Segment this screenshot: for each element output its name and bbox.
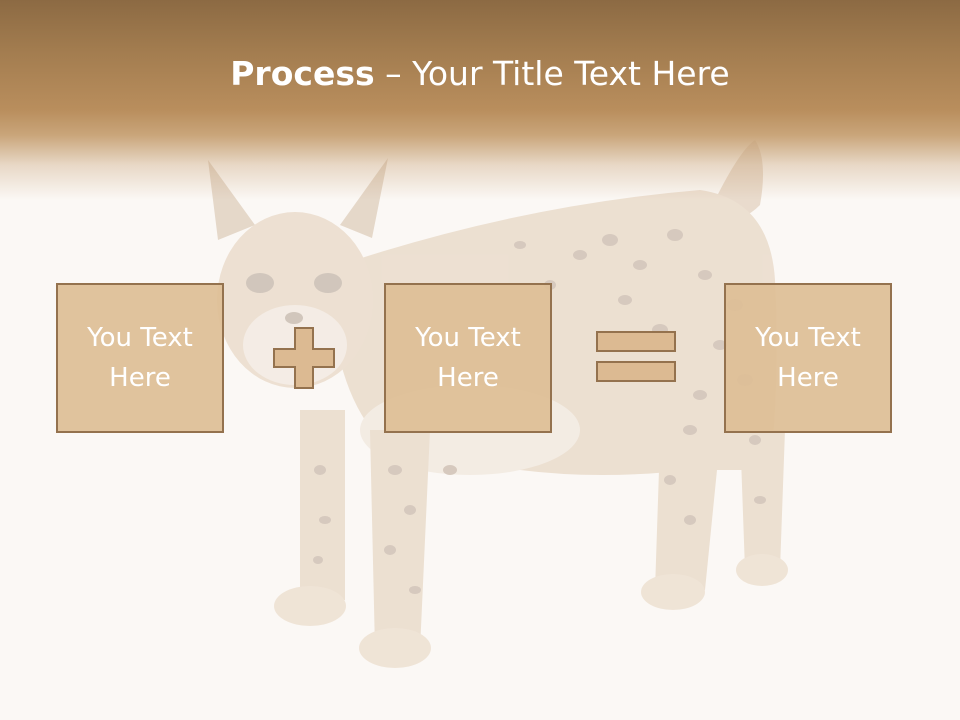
- process-box-2-text: You Text Here: [415, 323, 521, 393]
- slide-title: Process – Your Title Text Here: [0, 52, 960, 96]
- title-text: Your Title Text Here: [412, 54, 730, 93]
- title-separator: –: [374, 54, 413, 93]
- process-box-1-text: You Text Here: [87, 323, 193, 393]
- process-box-2[interactable]: You Text Here: [384, 283, 552, 433]
- process-box-3-text: You Text Here: [755, 323, 861, 393]
- plus-icon: [273, 327, 335, 389]
- process-box-3[interactable]: You Text Here: [724, 283, 892, 433]
- equals-icon: [596, 331, 676, 382]
- title-bold: Process: [230, 54, 375, 93]
- title-band: [0, 0, 960, 200]
- process-box-1[interactable]: You Text Here: [56, 283, 224, 433]
